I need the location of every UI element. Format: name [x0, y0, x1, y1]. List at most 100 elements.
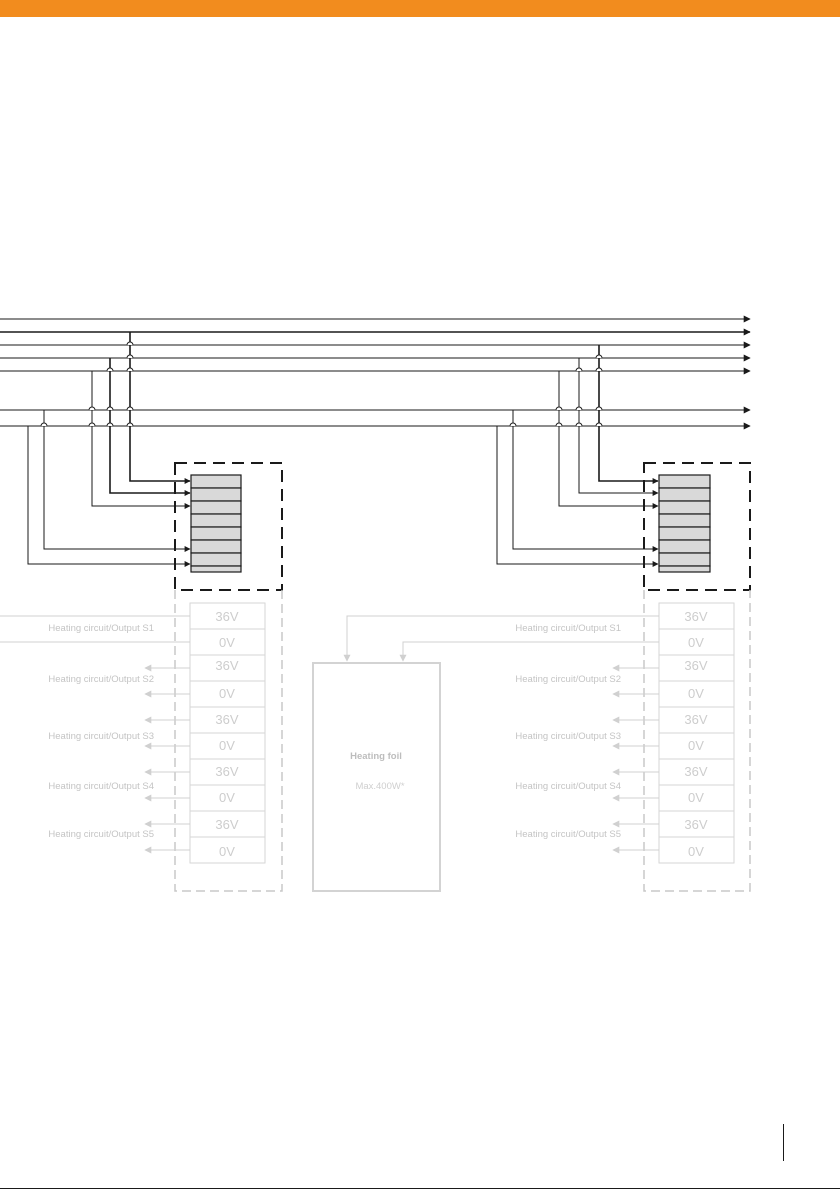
- voltage-36v: 36V: [684, 764, 707, 779]
- heating-foil-rating: Max.400W*: [355, 781, 404, 792]
- left-output-wires: [0, 615, 190, 854]
- drop-wire: [578, 358, 659, 496]
- output-label-s2: Heating circuit/Output S2: [48, 674, 154, 685]
- voltage-36v: 36V: [215, 712, 238, 727]
- output-label-s2: Heating circuit/Output S2: [515, 674, 621, 685]
- drop-wire: [27, 426, 191, 567]
- crossover-hop: [126, 422, 134, 427]
- crossover-hop: [88, 422, 96, 427]
- accent-header-bar: [0, 0, 840, 17]
- heating-foil-box: [312, 662, 441, 892]
- terminal: [658, 552, 711, 567]
- crossover-hop: [106, 406, 114, 411]
- crossover-hop: [509, 422, 517, 427]
- left-unit-top-enclosure: [174, 462, 283, 591]
- voltage-36v: 36V: [684, 712, 707, 727]
- drop-wire: [129, 332, 191, 484]
- output-label-s3: Heating circuit/Output S3: [515, 731, 621, 742]
- crossover-hop: [106, 367, 114, 372]
- right-terminal-block: [658, 474, 711, 573]
- left-output-labels: Heating circuit/Output S1 Heating circui…: [48, 609, 238, 859]
- output-label-s3: Heating circuit/Output S3: [48, 731, 154, 742]
- voltage-36v: 36V: [215, 658, 238, 673]
- right-output-labels: Heating circuit/Output S1 Heating circui…: [515, 609, 707, 859]
- voltage-36v: 36V: [215, 817, 238, 832]
- terminal: [190, 500, 242, 515]
- terminal: [658, 487, 711, 502]
- output-wire: [343, 615, 659, 662]
- terminal: [190, 539, 242, 554]
- voltage-0v: 0V: [219, 738, 235, 753]
- voltage-0v: 0V: [219, 635, 235, 650]
- wire-crossovers: [40, 341, 603, 427]
- terminal: [658, 513, 711, 528]
- output-label-s5: Heating circuit/Output S5: [48, 829, 154, 840]
- crossover-hop: [126, 406, 134, 411]
- output-label-s4: Heating circuit/Output S4: [48, 781, 154, 792]
- right-output-wires: [343, 615, 659, 854]
- right-unit-lower-enclosure: [643, 590, 751, 892]
- terminal: [658, 565, 711, 573]
- crossover-hop: [106, 422, 114, 427]
- drop-wire: [43, 410, 191, 552]
- crossover-hop: [555, 422, 563, 427]
- bus-lines: [0, 315, 751, 430]
- page-number-separator: [783, 1124, 784, 1161]
- crossover-hop: [126, 354, 134, 359]
- terminal: [658, 539, 711, 554]
- voltage-36v: 36V: [684, 817, 707, 832]
- voltage-36v: 36V: [684, 609, 707, 624]
- crossover-hop: [126, 367, 134, 372]
- output-label-s4: Heating circuit/Output S4: [515, 781, 621, 792]
- right-unit-top-enclosure: [643, 462, 751, 591]
- heating-foil-title: Heating foil: [350, 751, 402, 762]
- crossover-hop: [126, 341, 134, 346]
- output-label-s1: Heating circuit/Output S1: [48, 623, 154, 634]
- left-unit-lower-enclosure: [174, 590, 283, 892]
- crossover-hop: [575, 406, 583, 411]
- crossover-hop: [595, 406, 603, 411]
- voltage-0v: 0V: [688, 686, 704, 701]
- crossover-hop: [40, 422, 48, 427]
- terminal: [190, 552, 242, 567]
- terminal: [658, 526, 711, 541]
- voltage-36v: 36V: [215, 609, 238, 624]
- crossover-hop: [575, 367, 583, 372]
- crossover-hop: [88, 406, 96, 411]
- voltage-0v: 0V: [219, 844, 235, 859]
- crossover-hop: [555, 406, 563, 411]
- terminal: [190, 565, 242, 573]
- drop-wire: [558, 371, 659, 509]
- crossover-hop: [595, 422, 603, 427]
- left-terminal-block: [190, 474, 242, 573]
- drop-wire: [109, 358, 191, 496]
- output-label-s5: Heating circuit/Output S5: [515, 829, 621, 840]
- drop-wire: [598, 345, 659, 484]
- voltage-0v: 0V: [219, 686, 235, 701]
- voltage-0v: 0V: [688, 844, 704, 859]
- voltage-0v: 0V: [688, 635, 704, 650]
- terminal: [658, 500, 711, 515]
- terminal: [658, 474, 711, 489]
- voltage-0v: 0V: [219, 790, 235, 805]
- terminal: [190, 474, 242, 489]
- crossover-hop: [575, 422, 583, 427]
- left-drop-wires: [27, 332, 191, 567]
- footer-rule: [0, 1188, 840, 1189]
- crossover-hop: [595, 367, 603, 372]
- voltage-0v: 0V: [688, 738, 704, 753]
- voltage-0v: 0V: [688, 790, 704, 805]
- enclosures: [174, 462, 751, 892]
- terminal: [190, 526, 242, 541]
- terminal: [190, 487, 242, 502]
- output-label-s1: Heating circuit/Output S1: [515, 623, 621, 634]
- right-drop-wires: [496, 345, 659, 567]
- crossover-hop: [595, 354, 603, 359]
- drop-wire: [91, 371, 191, 509]
- voltage-36v: 36V: [684, 658, 707, 673]
- output-wire: [399, 641, 659, 662]
- drop-wire: [496, 426, 659, 567]
- terminal: [190, 513, 242, 528]
- voltage-36v: 36V: [215, 764, 238, 779]
